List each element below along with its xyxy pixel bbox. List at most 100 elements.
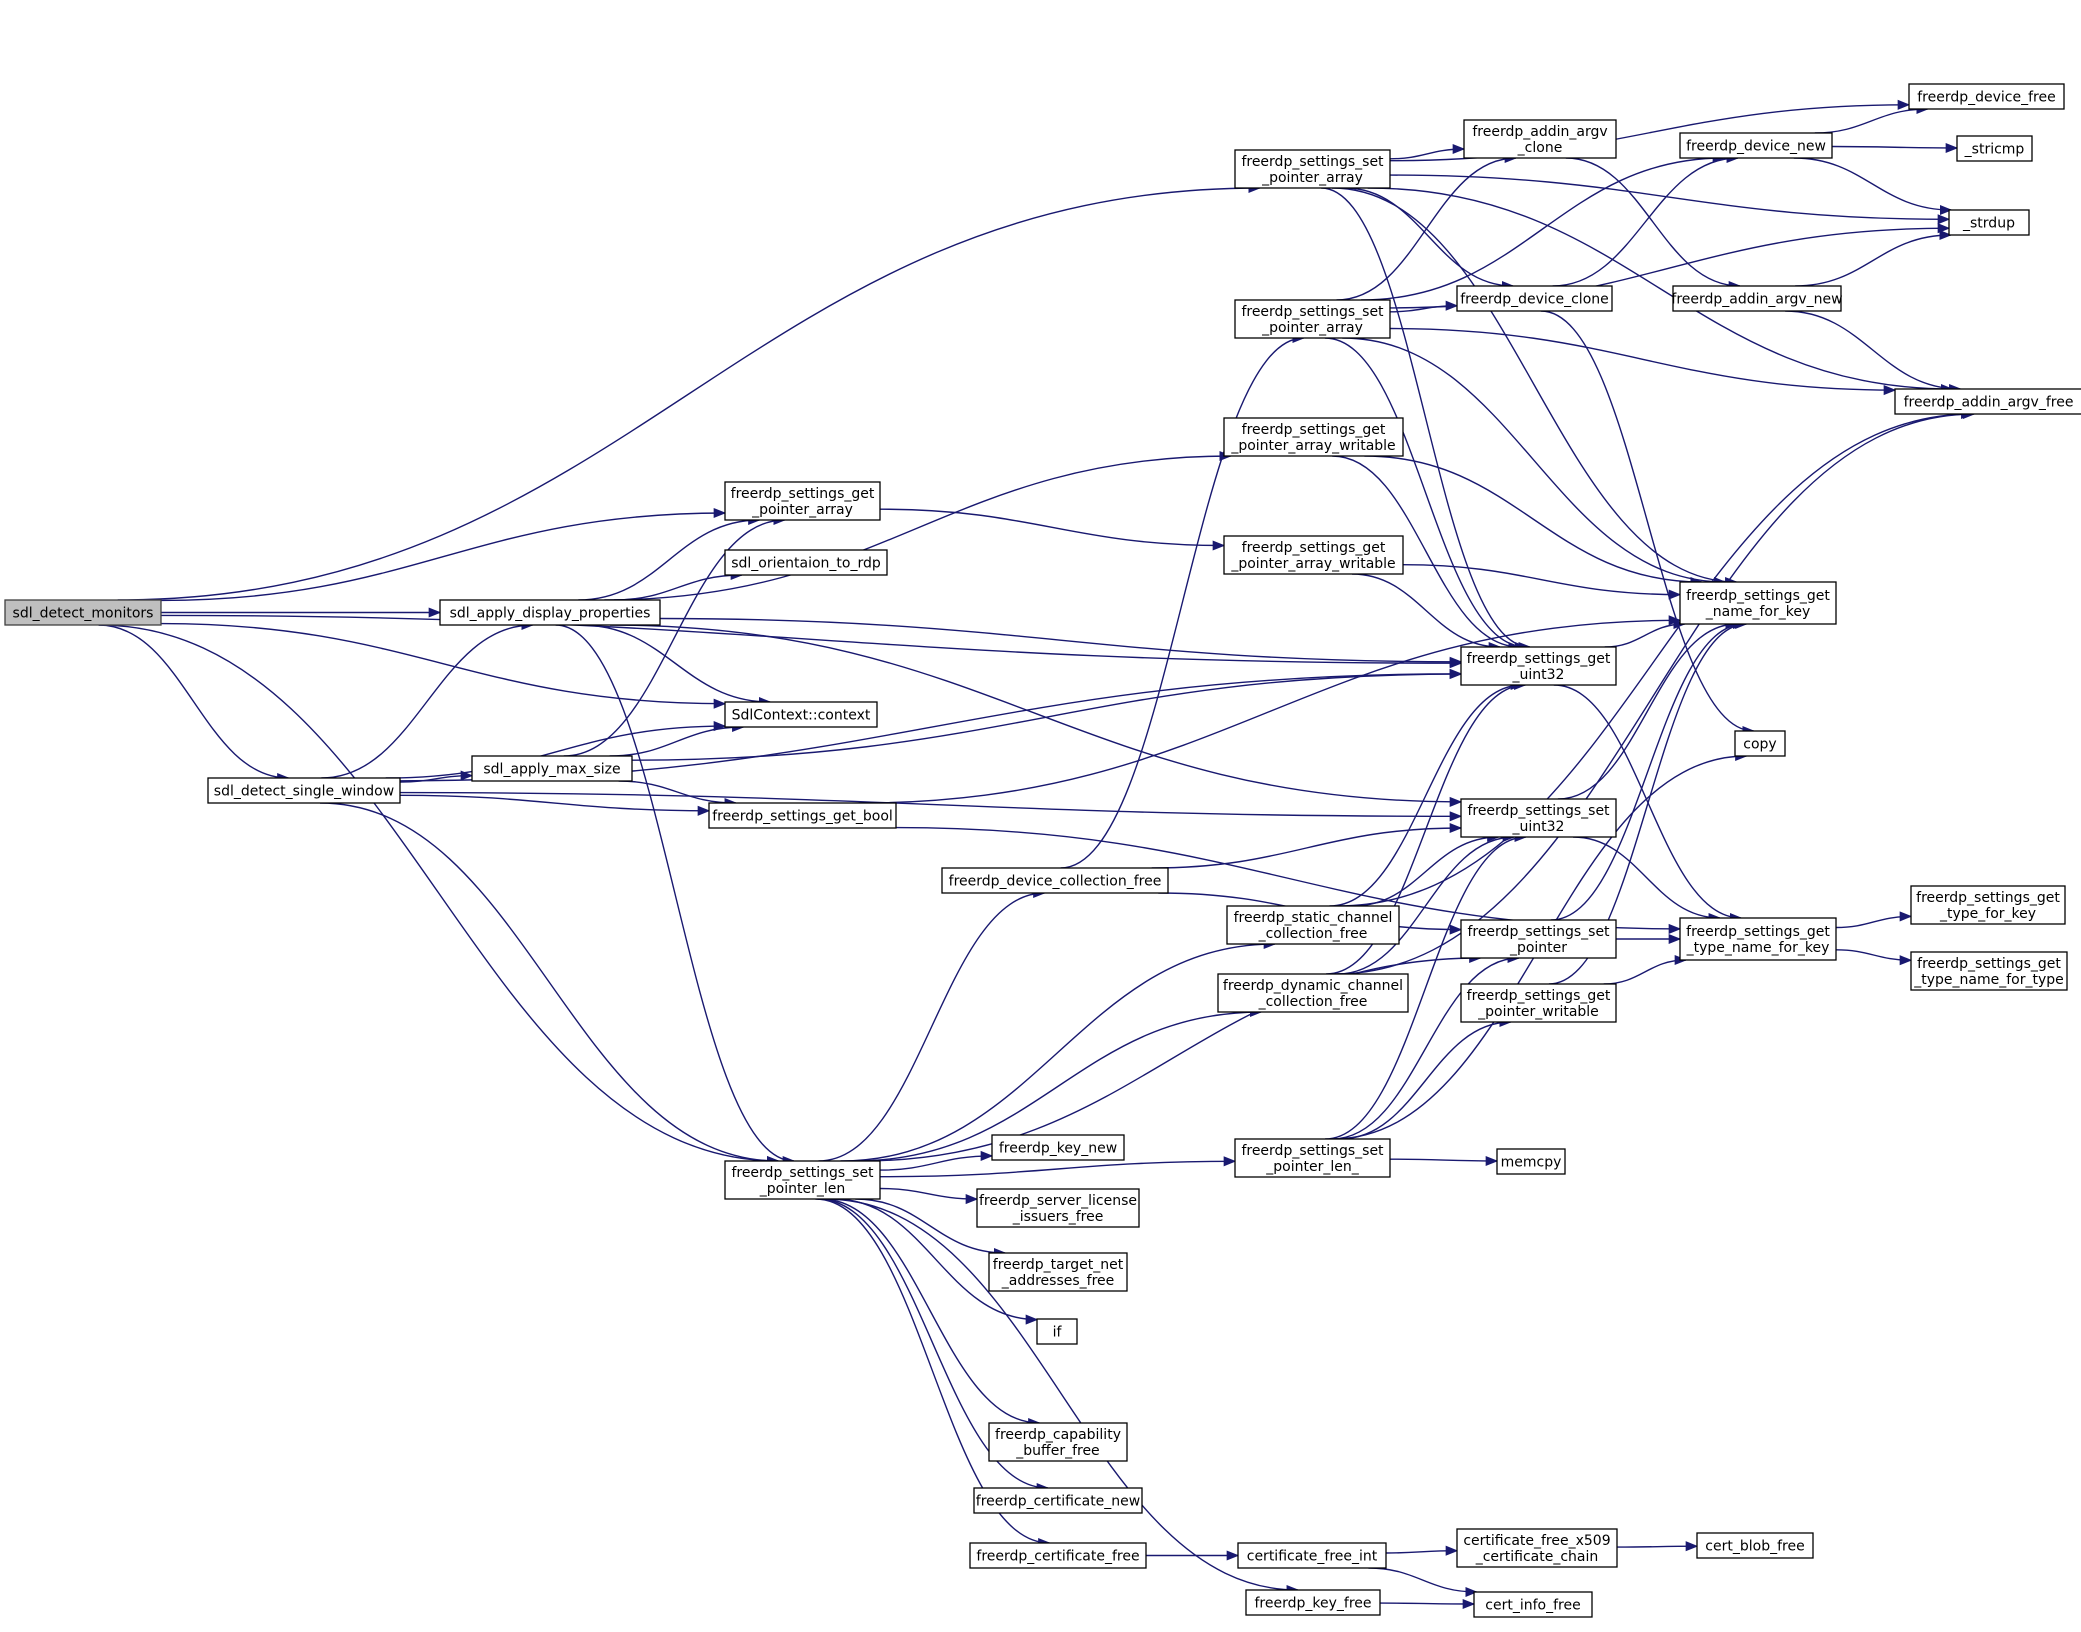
function-node-freerdp_settings_get_name_for_key[interactable]: freerdp_settings_get_name_for_key (1679, 581, 1837, 625)
node-box[interactable] (439, 599, 661, 626)
node-box[interactable] (1696, 1532, 1814, 1559)
function-node-freerdp_addin_argv_new[interactable]: freerdp_addin_argv_new (1671, 285, 1843, 312)
function-node-sdl_apply_display_properties[interactable]: sdl_apply_display_properties (439, 599, 661, 626)
node-box[interactable] (708, 802, 897, 829)
node-box[interactable] (1456, 285, 1613, 312)
node-box[interactable] (1908, 83, 2065, 110)
node-box[interactable] (991, 1134, 1125, 1161)
function-node-freerdp_certificate_new[interactable]: freerdp_certificate_new (973, 1487, 1143, 1514)
function-node-freerdp_settings_get_bool[interactable]: freerdp_settings_get_bool (708, 802, 897, 829)
node-box[interactable] (1473, 1591, 1593, 1618)
function-node-SdlContext-context[interactable]: SdlContext::context (724, 701, 878, 728)
function-node-cert_blob_free[interactable]: cert_blob_free (1696, 1532, 1814, 1559)
node-box[interactable] (1460, 919, 1617, 959)
node-box[interactable] (1672, 285, 1842, 312)
function-node-cert_info_free[interactable]: cert_info_free (1473, 1591, 1593, 1618)
function-node-certificate_free_x509_certificate_chain[interactable]: certificate_free_x509_certificate_chain (1456, 1528, 1618, 1568)
edge-path (1603, 954, 1688, 985)
function-node-freerdp_settings_get_pointer_writable[interactable]: freerdp_settings_get_pointer_writable (1460, 983, 1617, 1023)
function-node-freerdp_server_license_issuers_free[interactable]: freerdp_server_license_issuers_free (976, 1188, 1140, 1228)
node-box[interactable] (724, 549, 888, 576)
function-node-freerdp_device_collection_free[interactable]: freerdp_device_collection_free (941, 867, 1169, 894)
node-box[interactable] (1460, 798, 1617, 838)
function-node-_stricmp[interactable]: _stricmp (1956, 135, 2033, 162)
node-box[interactable] (1234, 1138, 1391, 1178)
function-node-certificate_free_int[interactable]: certificate_free_int (1237, 1542, 1387, 1569)
node-box[interactable] (1679, 132, 1833, 159)
node-box[interactable] (1679, 581, 1837, 625)
function-node-freerdp_device_clone[interactable]: freerdp_device_clone (1456, 285, 1613, 312)
function-node-sdl_apply_max_size[interactable]: sdl_apply_max_size (471, 755, 633, 782)
function-node-freerdp_settings_set_pointer_len_[interactable]: freerdp_settings_set_pointer_len_ (1234, 1138, 1391, 1178)
function-node-freerdp_addin_argv_clone[interactable]: freerdp_addin_argv_clone (1463, 119, 1617, 159)
function-node-freerdp_static_channel_collection_free[interactable]: freerdp_static_channel_collection_free (1226, 905, 1400, 945)
edge-path (1814, 103, 1929, 134)
node-box[interactable] (724, 1160, 881, 1200)
node-box[interactable] (1456, 1528, 1618, 1568)
node-box[interactable] (207, 777, 401, 804)
function-node-copy[interactable]: copy (1734, 730, 1786, 757)
function-node-freerdp_key_new[interactable]: freerdp_key_new (991, 1134, 1125, 1161)
function-node-sdl_detect_single_window[interactable]: sdl_detect_single_window (207, 777, 401, 804)
node-box[interactable] (1237, 1542, 1387, 1569)
node-label: sdl_detect_single_window (214, 784, 394, 800)
function-node-freerdp_settings_set_pointer_array[interactable]: freerdp_settings_set_pointer_array (1234, 299, 1391, 339)
node-label: freerdp_device_collection_free (949, 874, 1162, 890)
node-box[interactable] (941, 867, 1169, 894)
node-box[interactable] (1910, 885, 2066, 925)
edge-path (1345, 187, 1515, 292)
node-box[interactable] (1245, 1589, 1381, 1616)
node-box[interactable] (1460, 646, 1617, 686)
function-node-freerdp_certificate_free[interactable]: freerdp_certificate_free (969, 1542, 1147, 1569)
node-box[interactable] (1217, 973, 1409, 1013)
node-box[interactable] (1036, 1318, 1078, 1345)
function-node-freerdp_settings_get_uint32[interactable]: freerdp_settings_get_uint32 (1460, 646, 1617, 686)
node-box[interactable] (973, 1487, 1143, 1514)
node-box[interactable] (969, 1542, 1147, 1569)
node-box[interactable] (1679, 917, 1837, 961)
node-box[interactable] (1223, 417, 1404, 457)
function-node-freerdp_device_free[interactable]: freerdp_device_free (1908, 83, 2065, 110)
node-box[interactable] (1463, 119, 1617, 159)
function-node-freerdp_settings_get_type_name_for_key[interactable]: freerdp_settings_get_type_name_for_key (1679, 917, 1837, 961)
node-box[interactable] (1496, 1148, 1566, 1175)
node-box[interactable] (1234, 149, 1391, 189)
node-box[interactable] (4, 599, 162, 626)
node-box[interactable] (1460, 983, 1617, 1023)
function-node-freerdp_dynamic_channel_collection_free[interactable]: freerdp_dynamic_channel_collection_free (1217, 973, 1409, 1013)
function-node-memcpy[interactable]: memcpy (1496, 1148, 1566, 1175)
function-node-freerdp_settings_get_pointer_array_writable[interactable]: freerdp_settings_get_pointer_array_writa… (1223, 535, 1404, 575)
node-box[interactable] (1948, 209, 2030, 236)
node-box[interactable] (724, 481, 881, 521)
function-node-sdl_detect_monitors[interactable]: sdl_detect_monitors (4, 599, 162, 626)
node-box[interactable] (1234, 299, 1391, 339)
function-node-_strdup[interactable]: _strdup (1948, 209, 2030, 236)
node-box[interactable] (1894, 388, 2081, 415)
function-node-freerdp_addin_argv_free[interactable]: freerdp_addin_argv_free (1894, 388, 2081, 415)
function-node-freerdp_settings_get_pointer_array_writable[interactable]: freerdp_settings_get_pointer_array_writa… (1223, 417, 1404, 457)
function-node-freerdp_settings_get_type_name_for_type[interactable]: freerdp_settings_get_type_name_for_type (1910, 951, 2068, 991)
function-node-freerdp_settings_get_type_for_key[interactable]: freerdp_settings_get_type_for_key (1910, 885, 2066, 925)
function-node-freerdp_key_free[interactable]: freerdp_key_free (1245, 1589, 1381, 1616)
edge-path (1321, 187, 1532, 652)
node-box[interactable] (1223, 535, 1404, 575)
node-box[interactable] (988, 1252, 1128, 1292)
node-box[interactable] (1956, 135, 2033, 162)
function-node-sdl_orientaion_to_rdp[interactable]: sdl_orientaion_to_rdp (724, 549, 888, 576)
node-box[interactable] (1734, 730, 1786, 757)
function-node-freerdp_device_new[interactable]: freerdp_device_new (1679, 132, 1833, 159)
function-node-if[interactable]: if (1036, 1318, 1078, 1345)
function-node-freerdp_capability_buffer_free[interactable]: freerdp_capability_buffer_free (988, 1422, 1128, 1462)
function-node-freerdp_settings_get_pointer_array[interactable]: freerdp_settings_get_pointer_array (724, 481, 881, 521)
node-box[interactable] (1910, 951, 2068, 991)
function-node-freerdp_settings_set_pointer_len[interactable]: freerdp_settings_set_pointer_len (724, 1160, 881, 1200)
node-box[interactable] (471, 755, 633, 782)
node-box[interactable] (976, 1188, 1140, 1228)
node-box[interactable] (988, 1422, 1128, 1462)
function-node-freerdp_target_net_addresses_free[interactable]: freerdp_target_net_addresses_free (988, 1252, 1128, 1292)
function-node-freerdp_settings_set_pointer_array[interactable]: freerdp_settings_set_pointer_array (1234, 149, 1391, 189)
function-node-freerdp_settings_set_uint32[interactable]: freerdp_settings_set_uint32 (1460, 798, 1617, 838)
node-box[interactable] (1226, 905, 1400, 945)
function-node-freerdp_settings_set_pointer[interactable]: freerdp_settings_set_pointer (1460, 919, 1617, 959)
node-box[interactable] (724, 701, 878, 728)
